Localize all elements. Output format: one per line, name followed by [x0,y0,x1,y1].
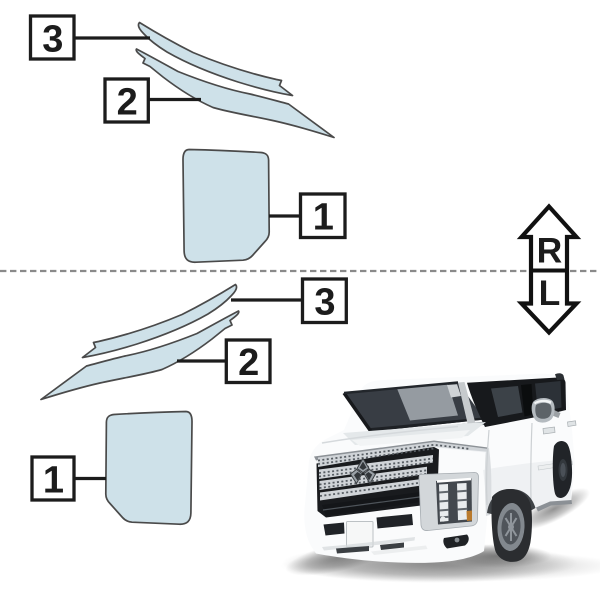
svg-text:L: L [539,273,561,313]
svg-text:2: 2 [238,342,259,384]
svg-text:1: 1 [43,459,64,501]
svg-text:1: 1 [313,197,334,239]
svg-text:3: 3 [42,18,63,60]
svg-text:R: R [537,231,563,271]
svg-text:2: 2 [117,81,138,123]
svg-text:3: 3 [314,282,335,324]
